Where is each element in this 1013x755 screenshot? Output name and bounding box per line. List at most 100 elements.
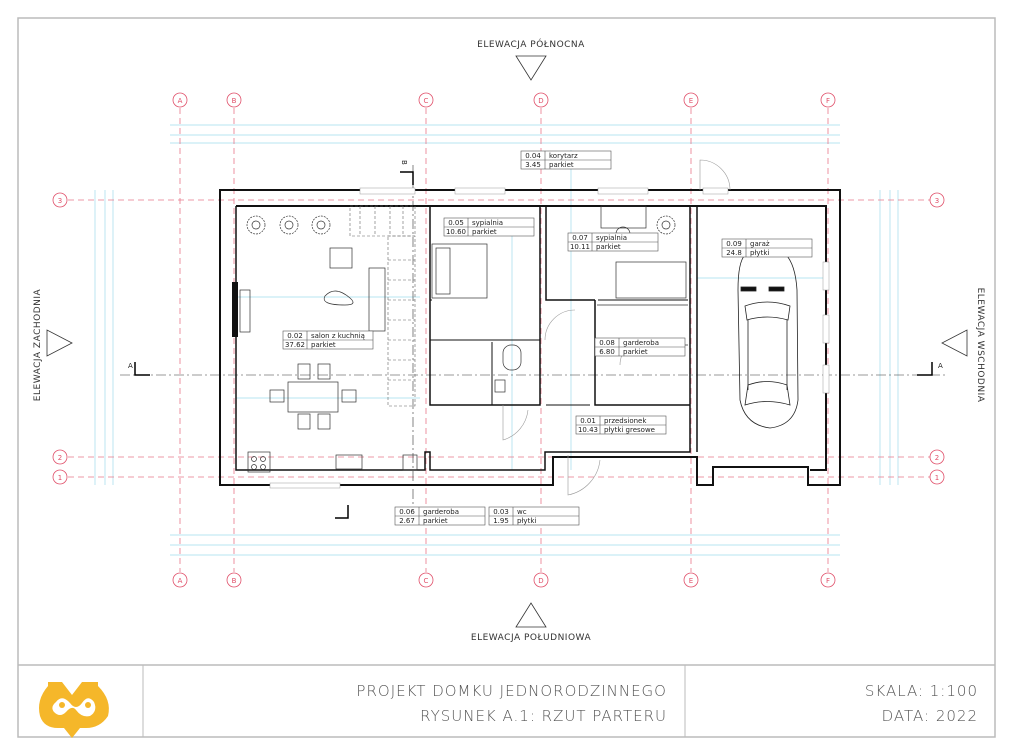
sofa-icon — [368, 267, 386, 332]
svg-text:E: E — [689, 97, 693, 105]
svg-text:D: D — [538, 577, 543, 585]
room-code: 0.04 — [525, 152, 541, 160]
room-label-0-03: 0.03 wc 1.95 płytki — [488, 506, 580, 526]
plant-icon — [311, 215, 331, 235]
room-code: 0.08 — [599, 339, 615, 347]
room-floor: parkiet — [423, 517, 448, 525]
room-area: 10.60 — [446, 228, 466, 236]
room-area: 2.67 — [399, 517, 415, 525]
toilet-icon — [502, 344, 522, 371]
washbasin-icon — [494, 379, 506, 393]
axis-bubble-b: B B — [226, 92, 242, 588]
cooktop-icon — [247, 451, 271, 473]
room-name: salon z kuchnią — [311, 332, 365, 340]
room-area: 24.8 — [726, 249, 742, 257]
axis-bubble-c: C C — [418, 92, 434, 588]
axis-bubble-2: 2 2 — [52, 449, 945, 465]
axis-bubble-1: 1 1 — [52, 469, 945, 485]
room-area: 37.62 — [285, 341, 305, 349]
scale-label: SKALA: 1:100 — [865, 682, 978, 700]
room-name: sypialnia — [472, 219, 503, 227]
elevation-triangle-icon — [515, 602, 547, 628]
staircase — [349, 205, 416, 407]
section-line-a: A A — [120, 362, 945, 376]
date-label: DATA: 2022 — [882, 707, 978, 725]
room-code: 0.03 — [493, 508, 509, 516]
room-area: 1.95 — [493, 517, 509, 525]
svg-text:ELEWACJA ZACHODNIA: ELEWACJA ZACHODNIA — [33, 288, 43, 401]
room-label-0-01: 0.01 przedsionek 10.43 płytki gresowe — [575, 415, 667, 435]
plant-icon — [246, 215, 266, 235]
svg-text:B: B — [232, 577, 237, 585]
project-title: PROJEKT DOMKU JEDNORODZINNEGO — [356, 682, 667, 700]
svg-text:A: A — [178, 97, 183, 105]
axis-bubble-f: F F — [820, 92, 836, 588]
svg-text:3: 3 — [58, 197, 62, 205]
room-label-0-07: 0.07 sypialnia 10.11 parkiet — [567, 232, 659, 252]
svg-text:F: F — [826, 97, 830, 105]
plant-icon — [279, 215, 299, 235]
room-name: garderoba — [423, 508, 459, 516]
axis-bubble-d: D D — [533, 92, 549, 588]
room-floor: płytki gresowe — [604, 426, 655, 434]
room-area: 3.45 — [525, 161, 541, 169]
room-name: korytarz — [549, 152, 578, 160]
walls — [219, 187, 841, 489]
room-area: 6.80 — [599, 348, 615, 356]
room-floor: parkiet — [311, 341, 336, 349]
svg-text:F: F — [826, 577, 830, 585]
plant-icon — [656, 215, 676, 235]
svg-text:1: 1 — [935, 474, 939, 482]
room-area: 10.11 — [570, 243, 590, 251]
car-icon — [737, 245, 799, 429]
elevation-north: ELEWACJA PÓŁNOCNA — [477, 38, 585, 81]
svg-text:E: E — [689, 577, 693, 585]
room-code: 0.01 — [580, 417, 596, 425]
bed-icon — [615, 261, 687, 299]
room-area: 10.43 — [578, 426, 598, 434]
room-code: 0.07 — [572, 234, 588, 242]
svg-text:B: B — [400, 160, 408, 165]
svg-text:2: 2 — [935, 454, 939, 462]
room-label-0-05: 0.05 sypialnia 10.60 parkiet — [443, 217, 535, 237]
svg-text:2: 2 — [58, 454, 62, 462]
room-floor: płytki — [517, 517, 536, 525]
dimension-lines — [94, 124, 899, 556]
armchair-icon — [329, 247, 353, 269]
sink-icon — [335, 454, 363, 470]
room-floor: parkiet — [596, 243, 621, 251]
room-code: 0.05 — [448, 219, 464, 227]
room-code: 0.09 — [726, 240, 742, 248]
svg-text:A: A — [938, 362, 943, 370]
elevation-east: ELEWACJA WSCHODNIA — [941, 288, 985, 403]
fridge-icon — [402, 454, 418, 471]
svg-text:D: D — [538, 97, 543, 105]
room-name: wc — [517, 508, 527, 516]
axis-bubble-e: E E — [683, 92, 699, 588]
room-labels: 0.04 korytarz 3.45 parkiet 0.05 sypialnia 10.6… — [282, 150, 813, 526]
svg-text:ELEWACJA POŁUDNIOWA: ELEWACJA POŁUDNIOWA — [471, 633, 592, 643]
company-logo — [39, 682, 109, 738]
drawing-title: RYSUNEK A.1: RZUT PARTERU — [420, 707, 667, 725]
elevation-triangle-icon — [515, 55, 547, 81]
axis-bubble-3: 3 3 — [52, 192, 945, 208]
room-name: przedsionek — [604, 417, 647, 425]
room-floor: płytki — [750, 249, 769, 257]
svg-text:B: B — [232, 97, 237, 105]
room-floor: parkiet — [472, 228, 497, 236]
elevation-south: ELEWACJA POŁUDNIOWA — [471, 602, 592, 643]
furniture — [239, 205, 688, 473]
section-line-b: B — [335, 160, 414, 520]
sheet-frame — [17, 17, 996, 738]
svg-text:1: 1 — [58, 474, 62, 482]
svg-text:ELEWACJA PÓŁNOCNA: ELEWACJA PÓŁNOCNA — [477, 38, 585, 50]
axis-labels: A A B B C C D D E E F F 3 3 2 2 1 1 — [52, 92, 945, 588]
room-name: sypialnia — [596, 234, 627, 242]
room-code: 0.06 — [399, 508, 415, 516]
svg-text:A: A — [128, 362, 133, 370]
desk-icon — [600, 205, 647, 229]
